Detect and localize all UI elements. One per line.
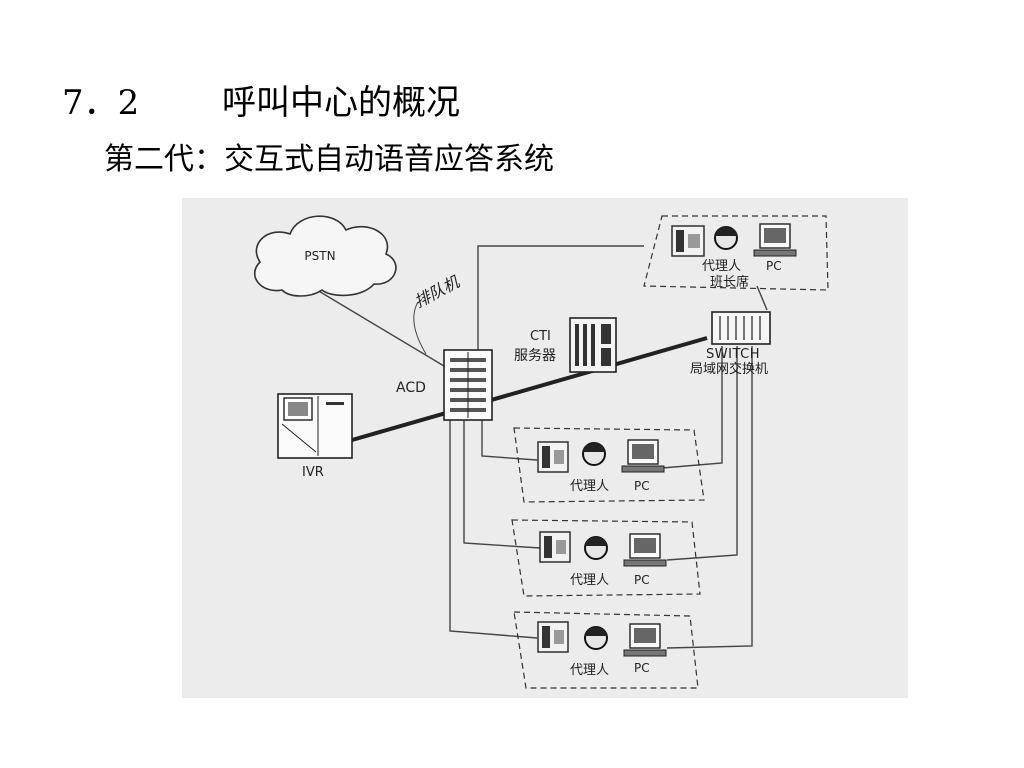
acd-supervisor-link — [477, 245, 644, 350]
switch-agent1-link — [661, 346, 723, 469]
cti-server-vents — [575, 324, 611, 366]
switch-agent2-link — [666, 346, 738, 561]
agent-pc-screen — [634, 628, 656, 643]
ivr-system: IVR — [277, 393, 353, 480]
slide-subtitle: 第二代：交互式自动语音应答系统 — [104, 142, 554, 177]
agent-pc-keyboard-icon — [623, 559, 667, 567]
pstn-label: PSTN — [304, 249, 335, 263]
ivr-screen — [288, 402, 308, 416]
agent-pc-label: PC — [634, 573, 650, 587]
connection-lines — [316, 245, 768, 649]
ivr-label: IVR — [302, 465, 324, 480]
lan-switch: SWITCH 局域网交换机 — [690, 311, 771, 377]
supervisor-phone-handset — [676, 230, 684, 252]
supervisor-person-hair — [715, 227, 737, 236]
call-center-diagram: PSTN 排队机 ACD CTI 服务器 — [182, 198, 908, 698]
agent-person-hair — [583, 443, 605, 452]
supervisor-pc-label: PC — [766, 259, 782, 273]
agent-pc-keyboard-icon — [621, 465, 665, 473]
supervisor-phone-keys — [688, 234, 700, 248]
diagram-canvas: PSTN 排队机 ACD CTI 服务器 — [254, 215, 829, 689]
acd-handwritten-note: 排队机 — [411, 272, 463, 312]
cti-vent — [575, 324, 579, 366]
agent-pc-screen — [634, 538, 656, 553]
supervisor-station: 代理人 班长席 PC — [643, 215, 829, 291]
cloud-shape — [254, 215, 397, 297]
agent-phone-keys — [556, 540, 566, 554]
supervisor-pc-screen — [764, 228, 786, 243]
agent-person-hair — [585, 627, 607, 636]
cti-vent — [601, 348, 611, 366]
agent-station-3: 代理人 PC — [513, 611, 699, 689]
agent-zone — [511, 519, 701, 597]
agent-phone-handset — [542, 626, 550, 648]
agent-label: 代理人 — [570, 573, 609, 588]
cti-vent — [591, 324, 595, 366]
agent-phone-keys — [554, 630, 564, 644]
title-number: 7．2 — [62, 82, 140, 123]
switch-label-line2: 局域网交换机 — [690, 361, 768, 377]
title-text: 呼叫中心的概况 — [222, 82, 460, 123]
agent-pc-keyboard-icon — [623, 649, 667, 657]
note-leader — [413, 301, 427, 355]
supervisor-agent-label-line1: 代理人 — [702, 259, 741, 274]
agent-station-1: 代理人 PC — [513, 427, 705, 503]
slide-title: 7．2 呼叫中心的概况 — [62, 74, 460, 124]
agent-pc-label: PC — [634, 661, 650, 675]
acd-agent2-link — [463, 420, 541, 549]
agent-person-hair — [585, 537, 607, 546]
agent-phone-keys — [554, 450, 564, 464]
agent-label: 代理人 — [570, 479, 609, 494]
cti-server: CTI 服务器 — [514, 317, 617, 373]
agent-zone — [513, 427, 705, 503]
agent-pc-screen — [632, 444, 654, 459]
supervisor-pc-keyboard-icon — [753, 249, 797, 257]
acd-cabinet: ACD — [396, 349, 493, 421]
ivr-slot — [326, 402, 344, 405]
cti-vent — [601, 324, 611, 344]
ivr-slant — [281, 423, 317, 453]
agent-label: 代理人 — [570, 663, 609, 678]
acd-agent3-link — [449, 420, 538, 639]
agent-pc-label: PC — [634, 479, 650, 493]
switch-ports — [719, 316, 761, 340]
cti-vent — [583, 324, 587, 366]
pstn-acd-link — [316, 289, 445, 367]
cti-label-line2: 服务器 — [514, 348, 556, 364]
switch-supervisor-link — [756, 285, 768, 311]
agent-phone-handset — [544, 536, 552, 558]
switch-body — [711, 311, 771, 345]
acd-label: ACD — [396, 380, 426, 396]
pstn-cloud: PSTN — [254, 215, 397, 297]
supervisor-agent-label-line2: 班长席 — [710, 274, 749, 290]
switch-label-line1: SWITCH — [706, 347, 760, 362]
agent-phone-handset — [542, 446, 550, 468]
lan-backbone — [351, 336, 708, 442]
cti-label-line1: CTI — [530, 329, 551, 344]
acd-agent1-link — [481, 420, 538, 461]
switch-agent3-link — [666, 346, 753, 649]
agent-station-2: 代理人 PC — [511, 519, 701, 597]
